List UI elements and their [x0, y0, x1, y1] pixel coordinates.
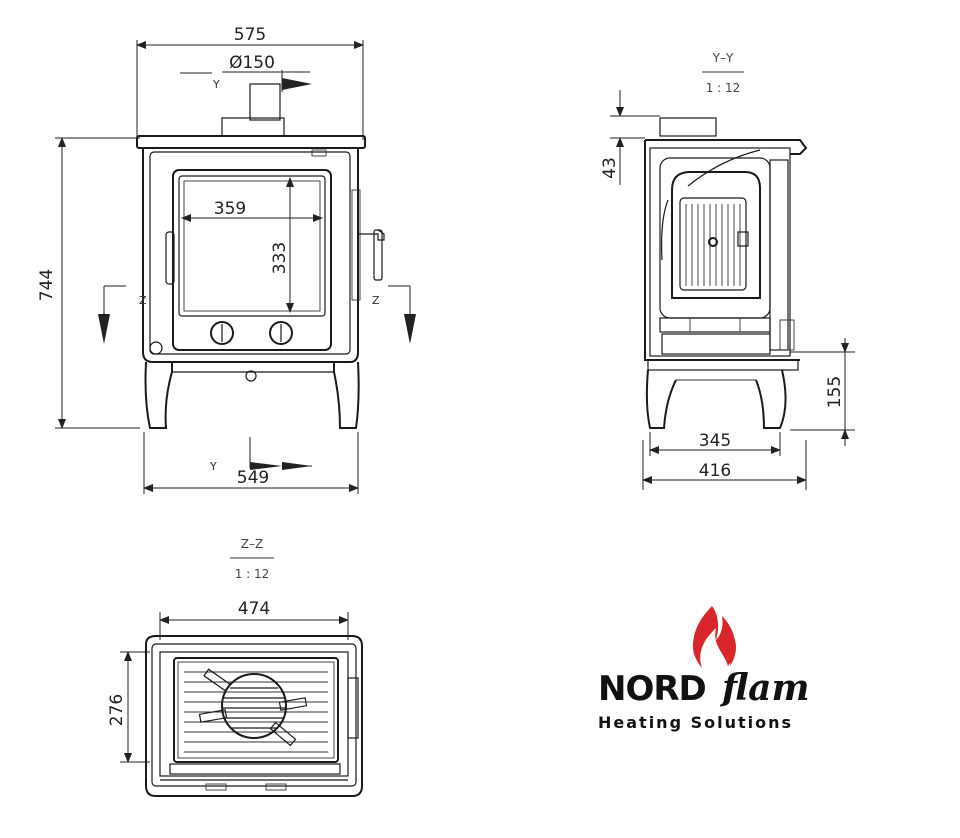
section-yy: Y–Y 1 : 12 43: [600, 51, 855, 490]
dim-section-width: 474: [238, 599, 270, 619]
section-mark-z-left: Z: [139, 294, 147, 307]
dim-height: 744: [37, 269, 57, 301]
front-view: 575 Ø150 Y 744 359 333: [37, 25, 416, 494]
dim-leg-height: 155: [825, 376, 845, 408]
dim-outer-width: 416: [699, 461, 731, 481]
nordflam-logo: NORD flam Heating Solutions: [598, 606, 810, 732]
section-zz-title: Z–Z: [241, 537, 263, 551]
dim-width-bottom: 549: [237, 468, 269, 488]
flue-collar: [659, 117, 717, 137]
dim-top-43: 43: [600, 157, 620, 179]
flame-icon: [692, 606, 736, 668]
dim-section-depth: 276: [107, 694, 127, 726]
section-mark-z-right: Z: [372, 294, 380, 307]
dim-width-top: 575: [234, 25, 266, 45]
logo-brand-italic: flam: [719, 667, 810, 709]
dim-window-width: 359: [214, 199, 246, 219]
air-knob-left: [210, 321, 234, 345]
dim-inner-width: 345: [699, 431, 731, 451]
air-knob-right: [269, 321, 293, 345]
section-mark-y-bottom: Y: [209, 460, 217, 473]
logo-tagline: Heating Solutions: [598, 713, 793, 732]
logo-brand-bold: NORD: [598, 669, 706, 709]
section-zz-scale: 1 : 12: [235, 567, 270, 581]
dim-window-height: 333: [270, 242, 290, 274]
section-yy-title: Y–Y: [712, 51, 734, 65]
section-zz: Z–Z 1 : 12 474 276: [107, 537, 363, 797]
dim-flue-diameter: Ø150: [229, 53, 275, 73]
section-yy-scale: 1 : 12: [706, 81, 741, 95]
grate-bars: [184, 671, 328, 753]
section-mark-y-top: Y: [212, 78, 220, 91]
